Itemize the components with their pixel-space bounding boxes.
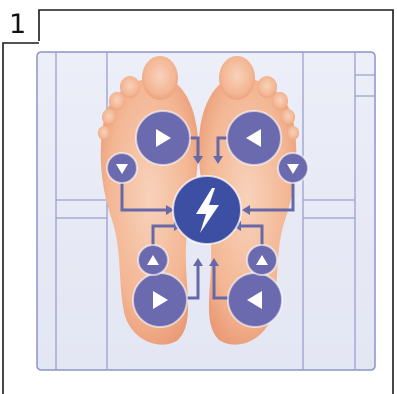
- massage-node-bottom-left: [133, 273, 187, 327]
- massage-node-top-left: [136, 111, 190, 165]
- center-hub: [173, 176, 241, 244]
- frame-left-edge: [3, 43, 39, 394]
- massage-node-top-right: [227, 111, 281, 165]
- massage-node-low-right: [247, 245, 277, 275]
- massage-node-mid-left: [107, 153, 137, 183]
- massage-node-low-left: [138, 245, 168, 275]
- massage-node-bottom-right: [228, 273, 282, 327]
- massage-node-mid-right: [278, 153, 308, 183]
